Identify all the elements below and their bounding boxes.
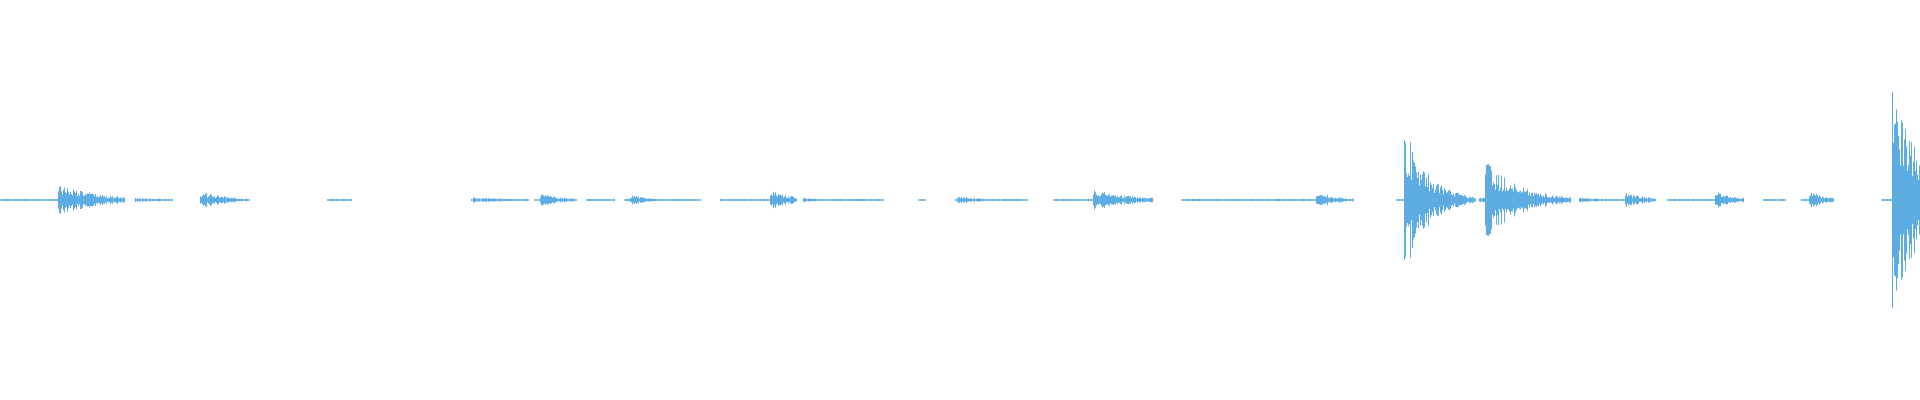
waveform-samples — [0, 91, 1920, 309]
waveform-path — [0, 91, 1920, 309]
